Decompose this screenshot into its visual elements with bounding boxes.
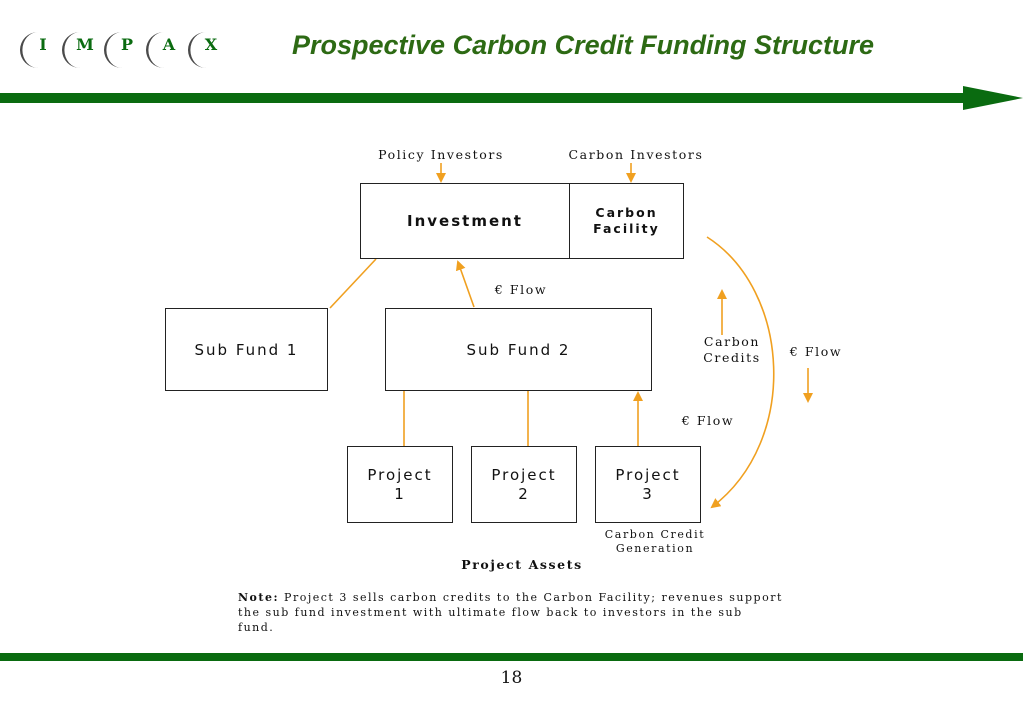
page-number: 18 <box>500 668 523 688</box>
note-paragraph: Note: Project 3 sells carbon credits to … <box>238 590 783 635</box>
logo-letter-2: M <box>76 35 94 54</box>
carbon-credits-label: Carbon Credits <box>696 334 768 366</box>
project-2-label-line1: Project <box>491 465 557 484</box>
project-1-label-line1: Project <box>367 465 433 484</box>
project-3-box: Project 3 <box>595 446 701 523</box>
project-1-box: Project 1 <box>347 446 453 523</box>
carbon-credit-generation-label: Carbon Credit Generation <box>600 528 710 556</box>
logo-letter-4: A <box>162 35 176 54</box>
footer-rule <box>0 653 1023 661</box>
carbon-credits-label-line1: Carbon <box>703 334 761 349</box>
carbon-credits-label-line2: Credits <box>703 350 761 365</box>
note-text: Project 3 sells carbon credits to the Ca… <box>238 591 783 634</box>
flow-label-project3: € Flow <box>681 413 735 428</box>
sub-fund-1-box: Sub Fund 1 <box>165 308 328 391</box>
header-rule <box>0 93 968 103</box>
policy-investors-label: Policy Investors <box>378 147 504 162</box>
sub-fund-2-label: Sub Fund 2 <box>466 340 571 359</box>
connector-subfund1-investment <box>329 258 377 309</box>
carbon-credit-generation-line1: Carbon Credit <box>604 528 706 541</box>
carbon-credit-generation-line2: Generation <box>615 542 695 555</box>
note-label: Note: <box>238 591 280 604</box>
investment-box: Investment <box>360 183 571 259</box>
page-title: Prospective Carbon Credit Funding Struct… <box>292 30 875 60</box>
logo-letter-1: I <box>39 35 46 54</box>
project-2-label-line2: 2 <box>518 484 530 503</box>
project-3-label-line2: 3 <box>642 484 654 503</box>
sub-fund-1-label: Sub Fund 1 <box>194 340 299 359</box>
logo-letter-5: X <box>205 35 218 54</box>
project-assets-label: Project Assets <box>461 557 583 572</box>
impax-logo: I M P A X <box>20 32 218 68</box>
arrow-curve-facility-to-project3 <box>706 236 775 509</box>
carbon-investors-label: Carbon Investors <box>568 147 704 162</box>
logo-letter-3: P <box>121 35 133 54</box>
investment-label: Investment <box>407 212 523 230</box>
sub-fund-2-box: Sub Fund 2 <box>385 308 652 391</box>
header-arrowhead <box>963 86 1023 110</box>
carbon-facility-box: Carbon Facility <box>569 183 684 259</box>
arrow-subfund2-to-investment <box>455 260 475 308</box>
flow-label-top: € Flow <box>494 282 548 297</box>
project-1-label-line2: 1 <box>394 484 406 503</box>
project-2-box: Project 2 <box>471 446 577 523</box>
carbon-facility-label-line1: Carbon <box>595 205 658 220</box>
flow-label-right: € Flow <box>789 344 843 359</box>
carbon-facility-label-line2: Facility <box>593 221 660 236</box>
project-3-label-line1: Project <box>615 465 681 484</box>
